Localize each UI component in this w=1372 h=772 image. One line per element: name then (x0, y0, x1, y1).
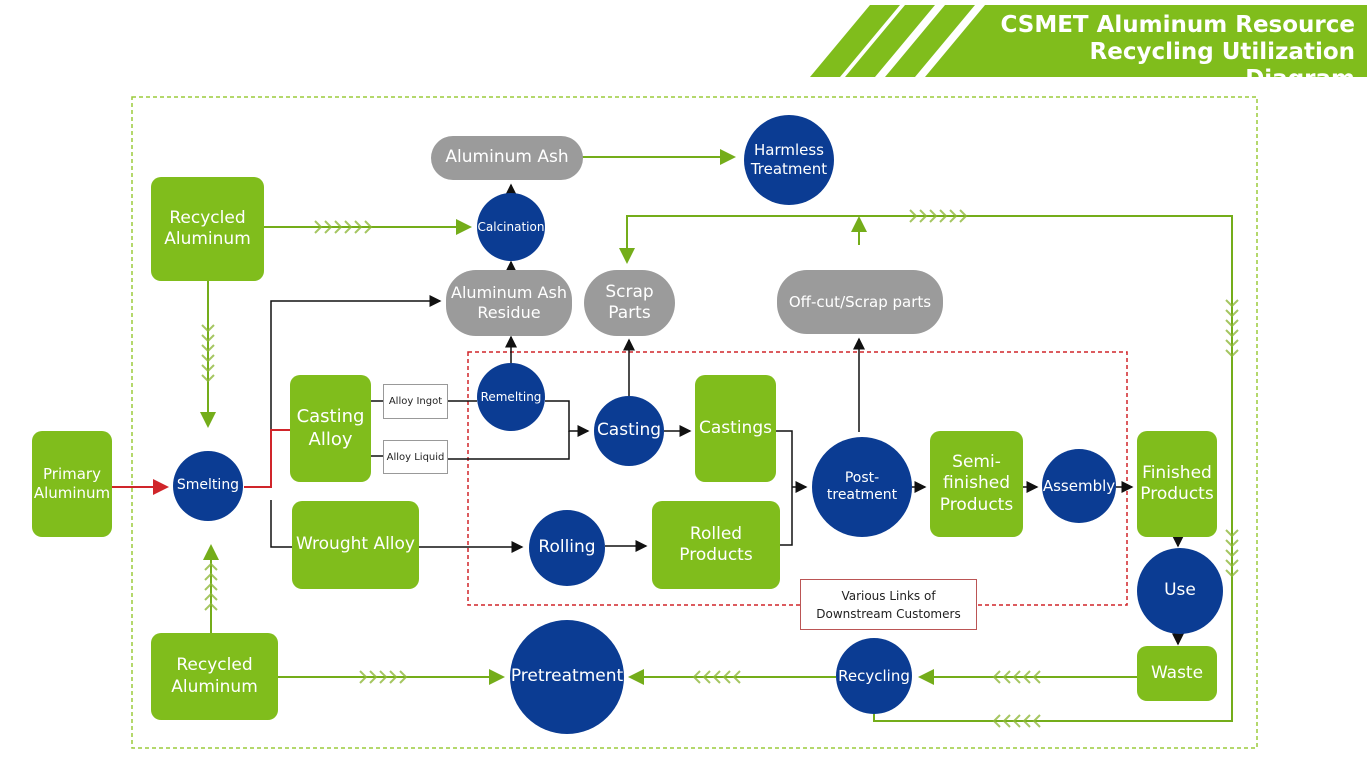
waste-node: Waste (1137, 646, 1217, 701)
wrought-alloy-node: Wrought Alloy (292, 501, 419, 589)
castings-node: Castings (695, 375, 776, 482)
recycling-node: Recycling (836, 638, 912, 714)
downstream-customers-label: Various Links of Downstream Customers (800, 579, 977, 630)
semi-finished-products-node: Semi-finished Products (930, 431, 1023, 537)
recycled-aluminum-top-node: Recycled Aluminum (151, 177, 264, 281)
title-banner (810, 5, 1367, 77)
primary-aluminum-node: Primary Aluminum (32, 431, 112, 537)
offcut-scrap-parts-node: Off-cut/Scrap parts (777, 270, 943, 334)
pretreatment-node: Pretreatment (510, 620, 624, 734)
flow-chevrons (201, 209, 1239, 728)
title-line-2: Recycling Utilization Diagram (1089, 39, 1355, 92)
recycled-aluminum-bottom-node: Recycled Aluminum (151, 633, 278, 720)
post-treatment-node: Post-treatment (812, 437, 912, 537)
calcination-node: Calcination (477, 193, 545, 261)
harmless-treatment-node: Harmless Treatment (744, 115, 834, 205)
downstream-boundary (467, 351, 1128, 606)
title-line-1: CSMET Aluminum Resource (1000, 12, 1355, 38)
finished-products-node: Finished Products (1137, 431, 1217, 537)
aluminum-ash-node: Aluminum Ash (431, 136, 583, 180)
aluminum-ash-residue-node: Aluminum Ash Residue (446, 270, 572, 336)
rolling-node: Rolling (529, 510, 605, 586)
use-node: Use (1137, 548, 1223, 634)
alloy-liquid-label: Alloy Liquid (383, 440, 448, 474)
rolled-products-node: Rolled Products (652, 501, 780, 589)
smelting-node: Smelting (173, 451, 243, 521)
alloy-ingot-label: Alloy Ingot (383, 384, 448, 419)
casting-node: Casting (594, 396, 664, 466)
assembly-node: Assembly (1042, 449, 1116, 523)
scrap-parts-node: Scrap Parts (584, 270, 675, 336)
outer-boundary (131, 96, 1258, 749)
casting-alloy-node: Casting Alloy (290, 375, 371, 482)
remelting-node: Remelting (477, 363, 545, 431)
